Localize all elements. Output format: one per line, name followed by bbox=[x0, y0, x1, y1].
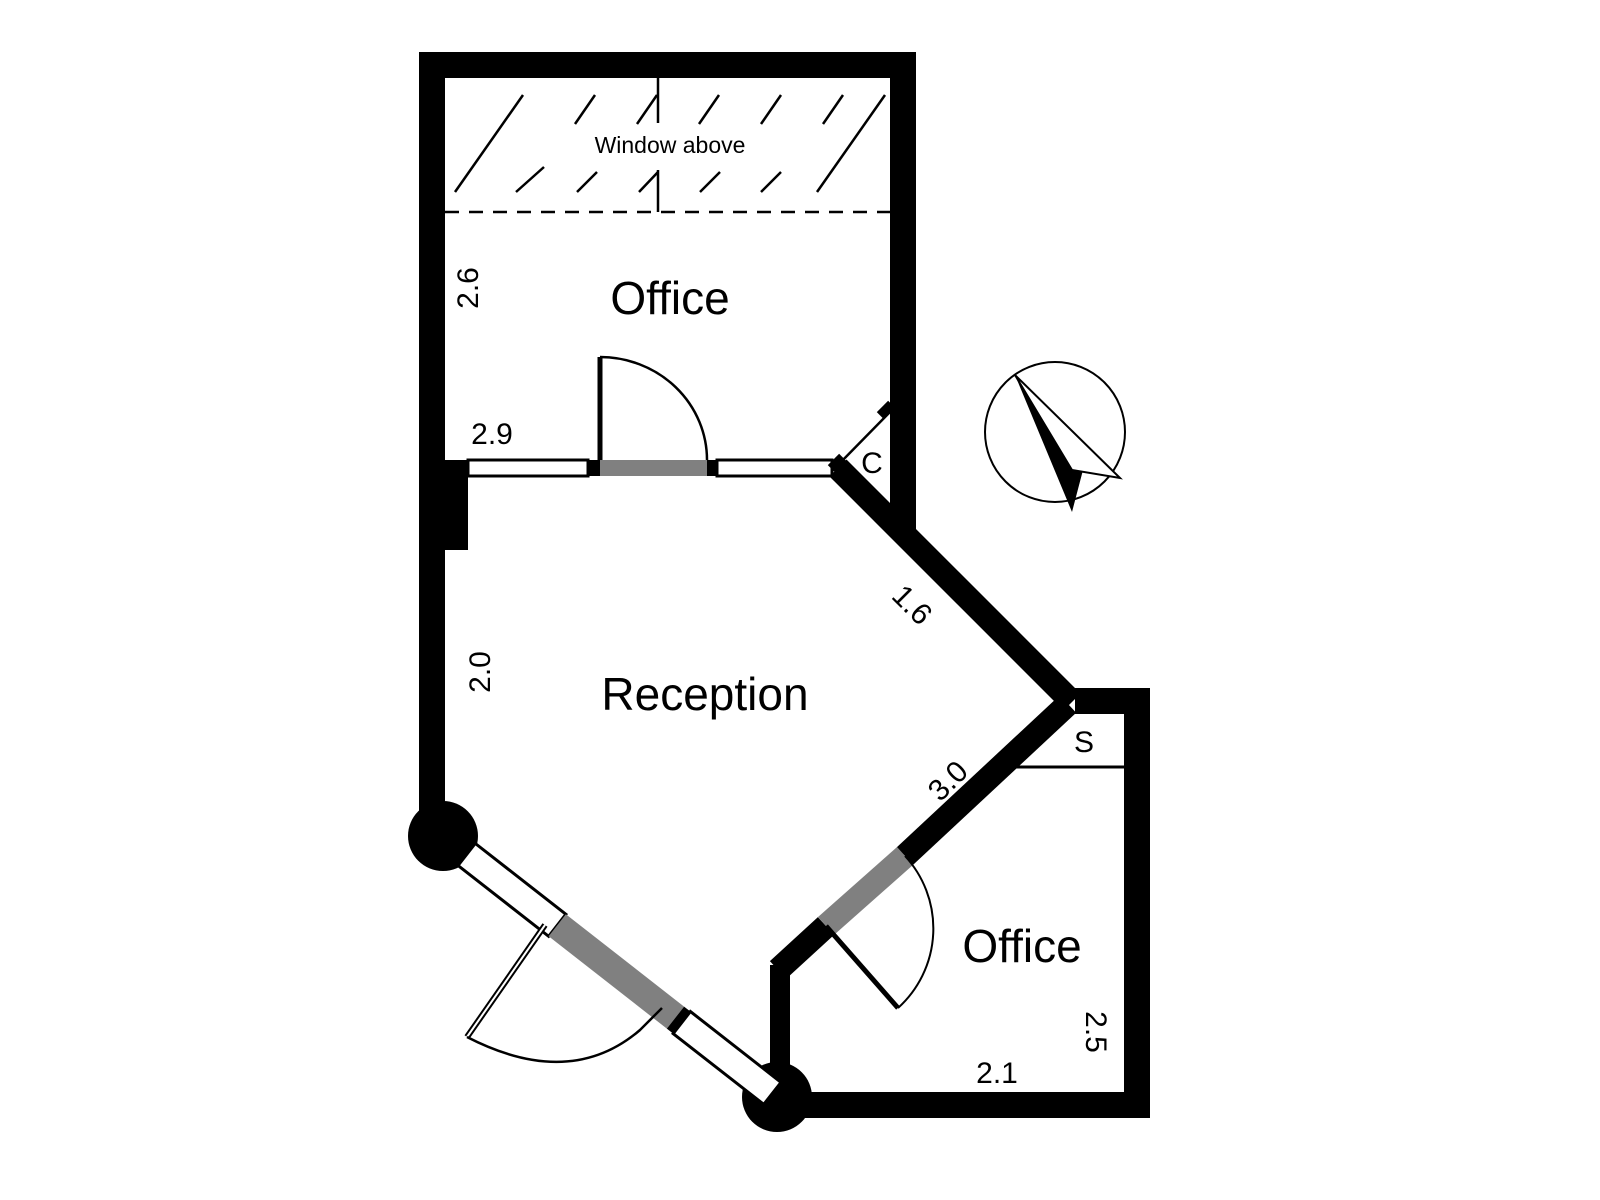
diagonal-wall-lower bbox=[896, 695, 1077, 865]
entrance-window-left bbox=[455, 841, 568, 939]
dimension-reception-height: 2.0 bbox=[464, 651, 497, 693]
bottom-office-left-wall bbox=[770, 965, 790, 1095]
diagonal-wall-lower-2 bbox=[769, 917, 835, 979]
entrance bbox=[455, 841, 784, 1107]
room-label-reception: Reception bbox=[601, 668, 808, 720]
room-label-bottom-office: Office bbox=[962, 920, 1081, 972]
jamb bbox=[588, 460, 600, 476]
window-above-label: Window above bbox=[595, 132, 746, 158]
closet-partition bbox=[837, 411, 891, 466]
walls bbox=[408, 52, 1150, 1132]
dimension-top-office-height: 2.6 bbox=[452, 267, 485, 309]
compass-icon bbox=[984, 361, 1126, 512]
window-above-hatching bbox=[445, 78, 890, 214]
bottom-office-door-swing bbox=[897, 855, 935, 1009]
room-label-top-office: Office bbox=[610, 272, 729, 324]
entrance-door-opening bbox=[548, 914, 685, 1029]
top-office-door-opening bbox=[600, 460, 707, 476]
interior-window-left bbox=[466, 458, 590, 478]
jamb bbox=[666, 1006, 691, 1034]
closet-marker bbox=[827, 453, 847, 473]
top-office-door-swing bbox=[599, 355, 709, 461]
entrance-window-right bbox=[671, 1009, 784, 1107]
bottom-office-door-leaf bbox=[824, 924, 900, 1010]
bottom-office-door-opening bbox=[818, 847, 913, 935]
dimension-diagonal-upper: 1.6 bbox=[885, 579, 938, 632]
interior-window-right bbox=[715, 458, 834, 478]
wall-stub bbox=[445, 460, 468, 550]
dimension-bottom-office-width: 2.1 bbox=[976, 1057, 1018, 1090]
column-left bbox=[408, 801, 478, 871]
room-label-storage: S bbox=[1074, 726, 1094, 759]
entrance-door-swing bbox=[466, 1007, 663, 1064]
entrance-door-leaf-inner bbox=[466, 924, 546, 1038]
partition bbox=[466, 458, 834, 478]
jamb bbox=[707, 460, 717, 476]
dimension-bottom-office-height: 2.5 bbox=[1079, 1011, 1112, 1053]
dimension-top-office-width: 2.9 bbox=[471, 418, 513, 451]
diagonal-wall-upper bbox=[829, 459, 1081, 711]
closet-marker bbox=[876, 400, 896, 420]
room-label-closet: C bbox=[861, 447, 883, 480]
